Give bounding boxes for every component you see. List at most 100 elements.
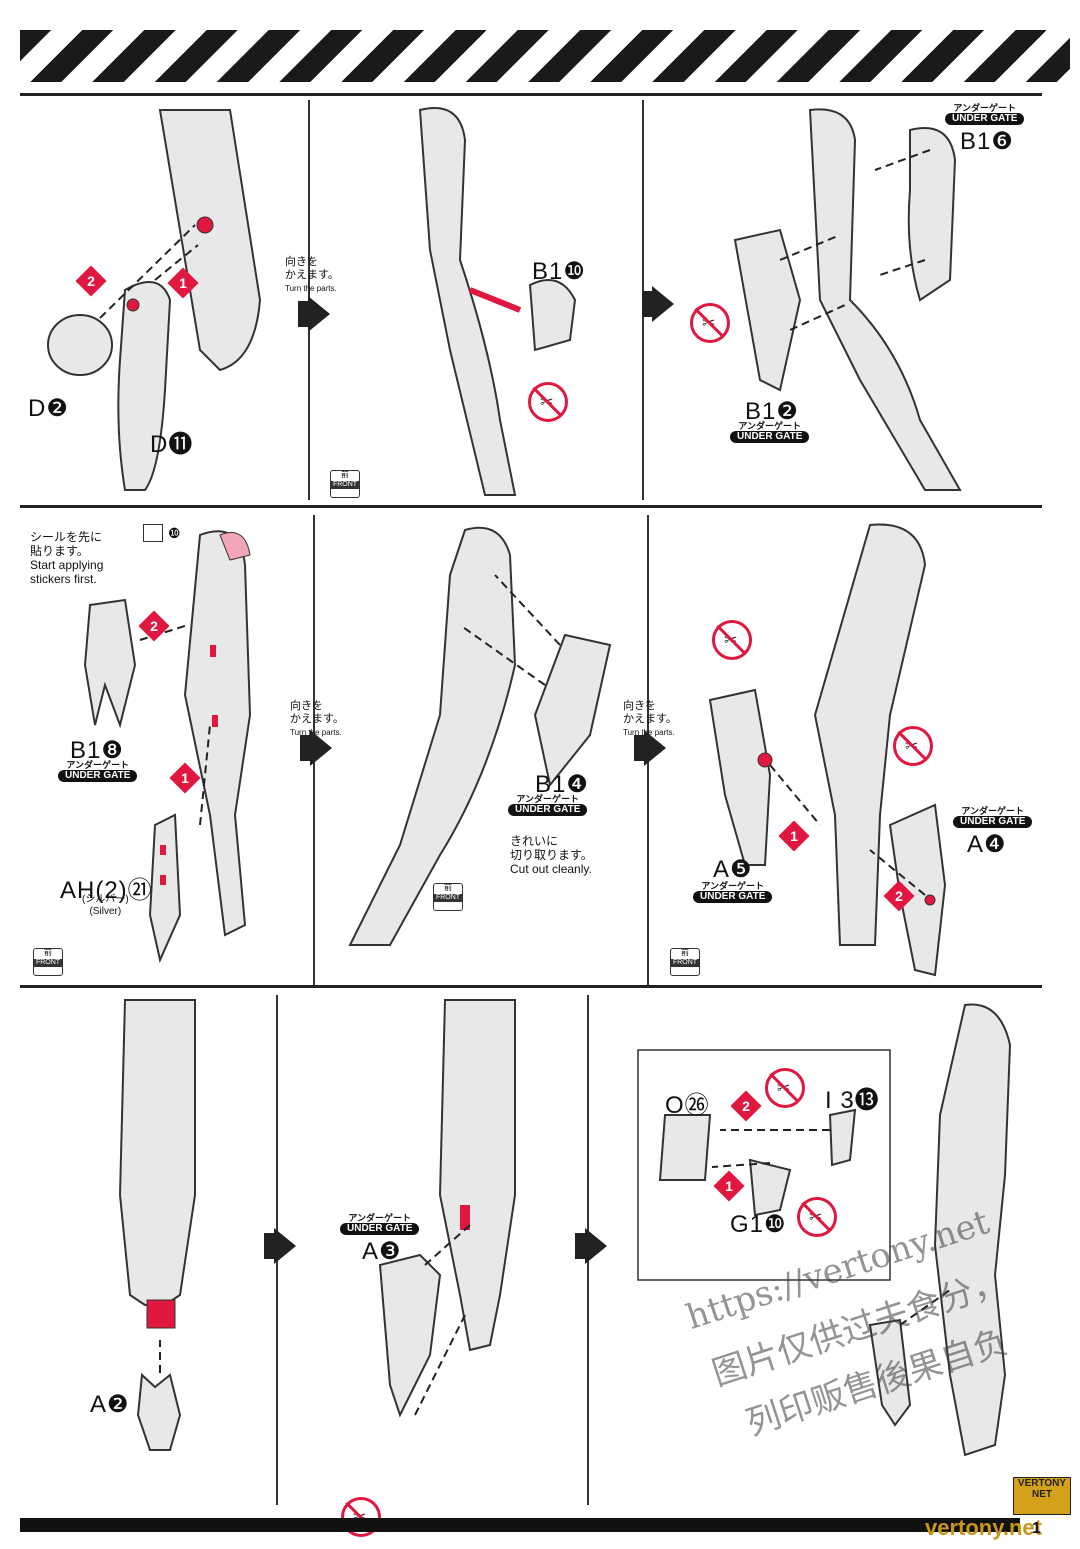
step-2-marker: 2 bbox=[730, 1090, 762, 1122]
part-I3-shape bbox=[828, 1108, 857, 1167]
site-logo: VERTONY NET bbox=[1013, 1477, 1071, 1515]
assembled-foot-part bbox=[868, 1318, 912, 1427]
assembly-arrow bbox=[711, 1162, 771, 1168]
part-G1-shape bbox=[748, 1158, 792, 1217]
no-cut-icon: ✂ bbox=[690, 303, 730, 343]
row1-illustrations bbox=[47, 107, 962, 496]
part-label: B1❻ bbox=[960, 128, 1014, 155]
next-step-arrow bbox=[642, 286, 674, 322]
part-A5-shape bbox=[708, 688, 772, 866]
upper-leg-part bbox=[158, 109, 262, 372]
row2-illustrations bbox=[83, 523, 947, 977]
step-1-marker: 1 bbox=[167, 267, 199, 299]
assembly-arrow bbox=[899, 1289, 951, 1326]
part-O-shape bbox=[658, 1114, 712, 1181]
next-step-arrow bbox=[264, 1228, 296, 1264]
step-1-marker: 1 bbox=[169, 762, 201, 794]
part-label: A❸ bbox=[362, 1238, 402, 1265]
leg-frame bbox=[933, 1003, 1012, 1457]
page-number: 1 bbox=[1032, 1520, 1041, 1537]
part-B1-6-shape bbox=[907, 127, 957, 302]
no-cut-icon: ✂ bbox=[797, 1197, 837, 1237]
next-step-arrow bbox=[575, 1228, 607, 1264]
next-step-arrow bbox=[634, 730, 666, 766]
part-label: A❺ bbox=[713, 856, 753, 883]
peg-dot bbox=[757, 752, 773, 768]
step-1-marker: 1 bbox=[778, 820, 810, 852]
part-label: G1❿ bbox=[730, 1211, 787, 1238]
part-label: B1❷ bbox=[745, 398, 799, 425]
part-label: D⓫ bbox=[150, 431, 194, 458]
part-D2-shape bbox=[47, 314, 113, 376]
color-note: (シルバー)(Silver) bbox=[82, 894, 129, 917]
leg-frame bbox=[348, 526, 517, 946]
sticker-dot bbox=[160, 875, 166, 885]
leg-frame bbox=[183, 530, 252, 937]
part-label: B1❹ bbox=[535, 771, 589, 798]
no-cut-icon: ✂ bbox=[765, 1068, 805, 1108]
leg-frame bbox=[813, 523, 927, 946]
sticker-dot bbox=[160, 845, 166, 855]
site-name: vertony.net bbox=[925, 1515, 1042, 1540]
cut-note: きれいに 切り取ります。Cut out cleanly. bbox=[510, 834, 593, 876]
lower-leg-part bbox=[438, 999, 516, 1352]
no-cut-icon: ✂ bbox=[712, 620, 752, 660]
part-AH-shape bbox=[148, 813, 182, 964]
part-label: AH(2)㉑ bbox=[60, 877, 153, 904]
step-2-marker: 2 bbox=[883, 880, 915, 912]
step-1-marker: 1 bbox=[713, 1170, 745, 1202]
sticker-dot bbox=[212, 715, 218, 727]
assembly-arrow bbox=[99, 224, 196, 319]
part-label: B1❽ bbox=[70, 737, 124, 764]
turn-note: 向きを かえます。Turn the parts. bbox=[290, 700, 344, 737]
part-label: B1❿ bbox=[532, 258, 586, 285]
leg-frame bbox=[418, 107, 517, 496]
assembly-arrow bbox=[789, 304, 846, 331]
assembly-arrow bbox=[424, 1224, 471, 1266]
part-label: O㉖ bbox=[665, 1092, 710, 1119]
assembly-arrow bbox=[199, 724, 211, 826]
assembly-arrow bbox=[869, 849, 926, 896]
assembly-arrow bbox=[414, 1314, 466, 1416]
sticker-dot bbox=[210, 645, 216, 657]
part-B1-10-shape bbox=[528, 279, 577, 352]
part-A2-shape bbox=[136, 1372, 182, 1451]
joint-part bbox=[460, 1205, 470, 1230]
detail-inset-frame bbox=[637, 1049, 891, 1281]
row-divider bbox=[20, 505, 1042, 508]
assembly-arrow bbox=[879, 259, 926, 276]
part-label: I 3⓭ bbox=[825, 1087, 880, 1114]
row-divider bbox=[20, 93, 1042, 96]
part-label: D❷ bbox=[28, 395, 69, 422]
part-D11-shape bbox=[117, 281, 172, 491]
sticker-area bbox=[219, 532, 251, 561]
part-A3-shape bbox=[378, 1253, 442, 1418]
hazard-stripe-banner bbox=[20, 30, 1070, 82]
assembly-arrow bbox=[139, 624, 189, 641]
turn-note: 向きを かえます。Turn the parts. bbox=[285, 256, 339, 293]
sticker-note: シールを先に 貼ります。Start applying stickers firs… bbox=[30, 530, 104, 586]
part-label: A❷ bbox=[90, 1391, 130, 1418]
assembly-arrow bbox=[874, 149, 931, 171]
step-2-marker: 2 bbox=[75, 265, 107, 297]
sticker-icon bbox=[143, 524, 163, 542]
assembly-arrow bbox=[459, 624, 546, 686]
assembly-arrow bbox=[769, 764, 821, 826]
assembly-arrow bbox=[494, 574, 561, 646]
lower-leg-part bbox=[118, 999, 196, 1306]
footer-bar bbox=[20, 1518, 1020, 1532]
assembly-arrow bbox=[779, 234, 841, 261]
part-B1-2-shape bbox=[733, 228, 802, 392]
assembly-arrow bbox=[154, 244, 199, 281]
peg-dot bbox=[924, 894, 936, 906]
peg-dot bbox=[126, 298, 140, 312]
